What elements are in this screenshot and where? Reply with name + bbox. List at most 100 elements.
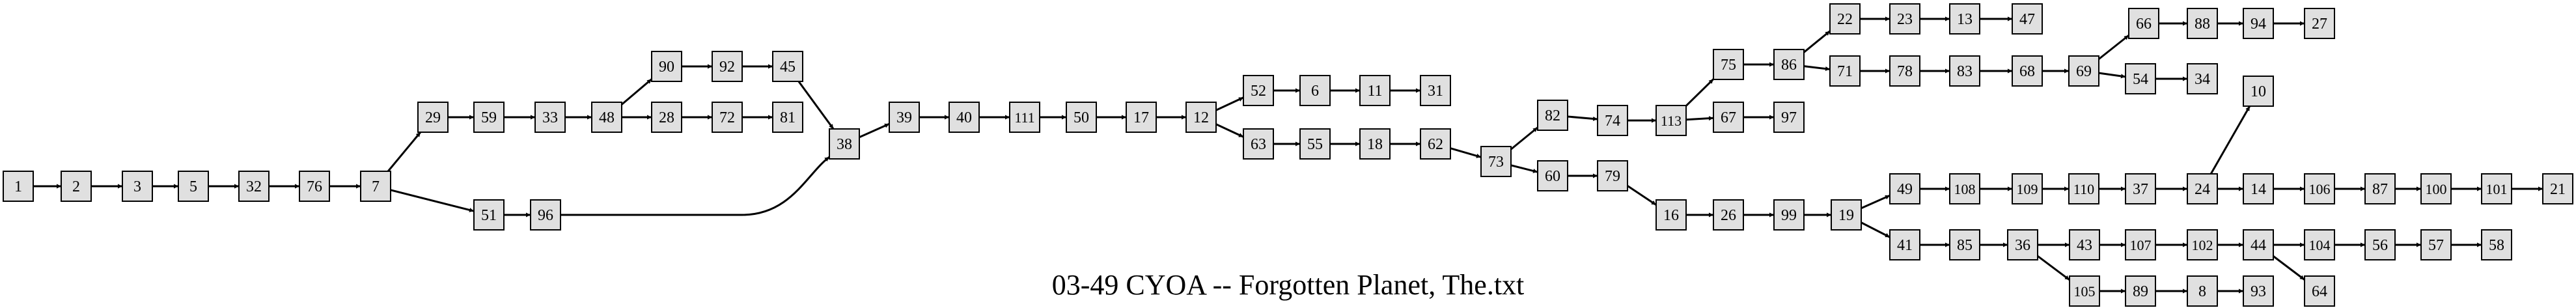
node-1: 1 <box>3 171 34 202</box>
edge-36-to-105 <box>2037 255 2070 281</box>
node-label: 7 <box>372 178 380 195</box>
node-box <box>473 199 505 231</box>
node-box <box>238 171 270 202</box>
node-101: 101 <box>2481 173 2512 204</box>
node-8: 8 <box>2187 275 2218 307</box>
node-82: 82 <box>1537 100 1568 131</box>
node-105: 105 <box>2069 275 2100 307</box>
node-box <box>591 102 622 133</box>
node-label: 66 <box>2136 16 2152 33</box>
node-73: 73 <box>1480 146 1512 177</box>
node-94: 94 <box>2243 8 2274 39</box>
edge-79-to-16 <box>1627 185 1657 206</box>
node-59: 59 <box>473 102 505 133</box>
node-label: 86 <box>1781 57 1797 74</box>
edge-7-to-29 <box>387 132 422 172</box>
node-box <box>2187 229 2218 260</box>
node-74: 74 <box>1597 105 1628 136</box>
node-38: 38 <box>829 128 860 160</box>
node-label: 43 <box>2077 237 2092 254</box>
node-31: 31 <box>1420 75 1451 106</box>
node-label: 49 <box>1897 181 1913 198</box>
node-47: 47 <box>2012 3 2043 35</box>
node-box <box>1949 173 1980 204</box>
node-2: 2 <box>61 171 92 202</box>
node-box <box>2364 173 2396 204</box>
node-81: 81 <box>772 102 803 133</box>
node-label: 85 <box>1957 237 1973 254</box>
node-label: 12 <box>1193 109 1209 126</box>
node-label: 72 <box>719 109 735 126</box>
node-113: 113 <box>1655 105 1687 136</box>
node-108: 108 <box>1949 173 1980 204</box>
node-label: 97 <box>1781 109 1797 126</box>
node-71: 71 <box>1829 55 1861 87</box>
node-label: 14 <box>2251 181 2266 198</box>
node-box <box>1420 128 1451 160</box>
node-box <box>1713 49 1744 80</box>
node-label: 3 <box>133 178 141 195</box>
node-box <box>2304 173 2335 204</box>
node-label: 111 <box>1014 109 1034 126</box>
node-label: 24 <box>2195 181 2210 198</box>
node-label: 56 <box>2372 237 2388 254</box>
node-box <box>1359 75 1391 106</box>
node-label: 83 <box>1957 63 1973 80</box>
node-box <box>1009 102 1040 133</box>
node-box <box>2125 229 2156 260</box>
node-box <box>2481 229 2512 260</box>
node-62: 62 <box>1420 128 1451 160</box>
node-box <box>473 102 505 133</box>
node-label: 28 <box>659 109 674 126</box>
node-box <box>712 51 743 82</box>
node-label: 6 <box>1311 83 1319 100</box>
node-label: 64 <box>2312 283 2327 300</box>
node-89: 89 <box>2125 275 2156 307</box>
node-label: 75 <box>1721 57 1736 74</box>
node-box <box>2542 173 2573 204</box>
node-box <box>2012 3 2043 35</box>
node-box <box>2481 173 2512 204</box>
node-label: 88 <box>2195 16 2210 33</box>
node-label: 89 <box>2133 283 2148 300</box>
node-43: 43 <box>2069 229 2100 260</box>
node-28: 28 <box>651 102 682 133</box>
node-29: 29 <box>417 102 449 133</box>
node-10: 10 <box>2243 76 2274 107</box>
node-48: 48 <box>591 102 622 133</box>
node-box <box>2243 229 2274 260</box>
node-box <box>1359 128 1391 160</box>
node-40: 40 <box>949 102 980 133</box>
node-58: 58 <box>2481 229 2512 260</box>
node-label: 106 <box>2309 181 2331 197</box>
node-label: 23 <box>1897 11 1913 28</box>
node-12: 12 <box>1185 102 1217 133</box>
node-label: 71 <box>1837 63 1853 80</box>
node-box <box>3 171 34 202</box>
node-box <box>1773 102 1805 133</box>
node-box <box>651 51 682 82</box>
node-box <box>2187 8 2218 39</box>
node-36: 36 <box>2007 229 2038 260</box>
node-label: 5 <box>189 178 197 195</box>
node-label: 100 <box>2426 181 2447 197</box>
node-box <box>2243 76 2274 107</box>
node-37: 37 <box>2125 173 2156 204</box>
node-label: 58 <box>2489 237 2504 254</box>
node-box <box>1066 102 1097 133</box>
node-83: 83 <box>1949 55 1980 87</box>
node-54: 54 <box>2125 63 2156 94</box>
node-label: 113 <box>1661 113 1682 129</box>
node-label: 62 <box>1428 136 1443 153</box>
node-box <box>534 102 566 133</box>
node-label: 41 <box>1897 237 1913 254</box>
node-label: 90 <box>659 59 674 76</box>
node-box <box>2125 173 2156 204</box>
node-66: 66 <box>2128 8 2159 39</box>
node-box <box>1185 102 1217 133</box>
node-label: 110 <box>2073 181 2094 197</box>
node-label: 93 <box>2251 283 2266 300</box>
node-box <box>1949 229 1980 260</box>
node-97: 97 <box>1773 102 1805 133</box>
